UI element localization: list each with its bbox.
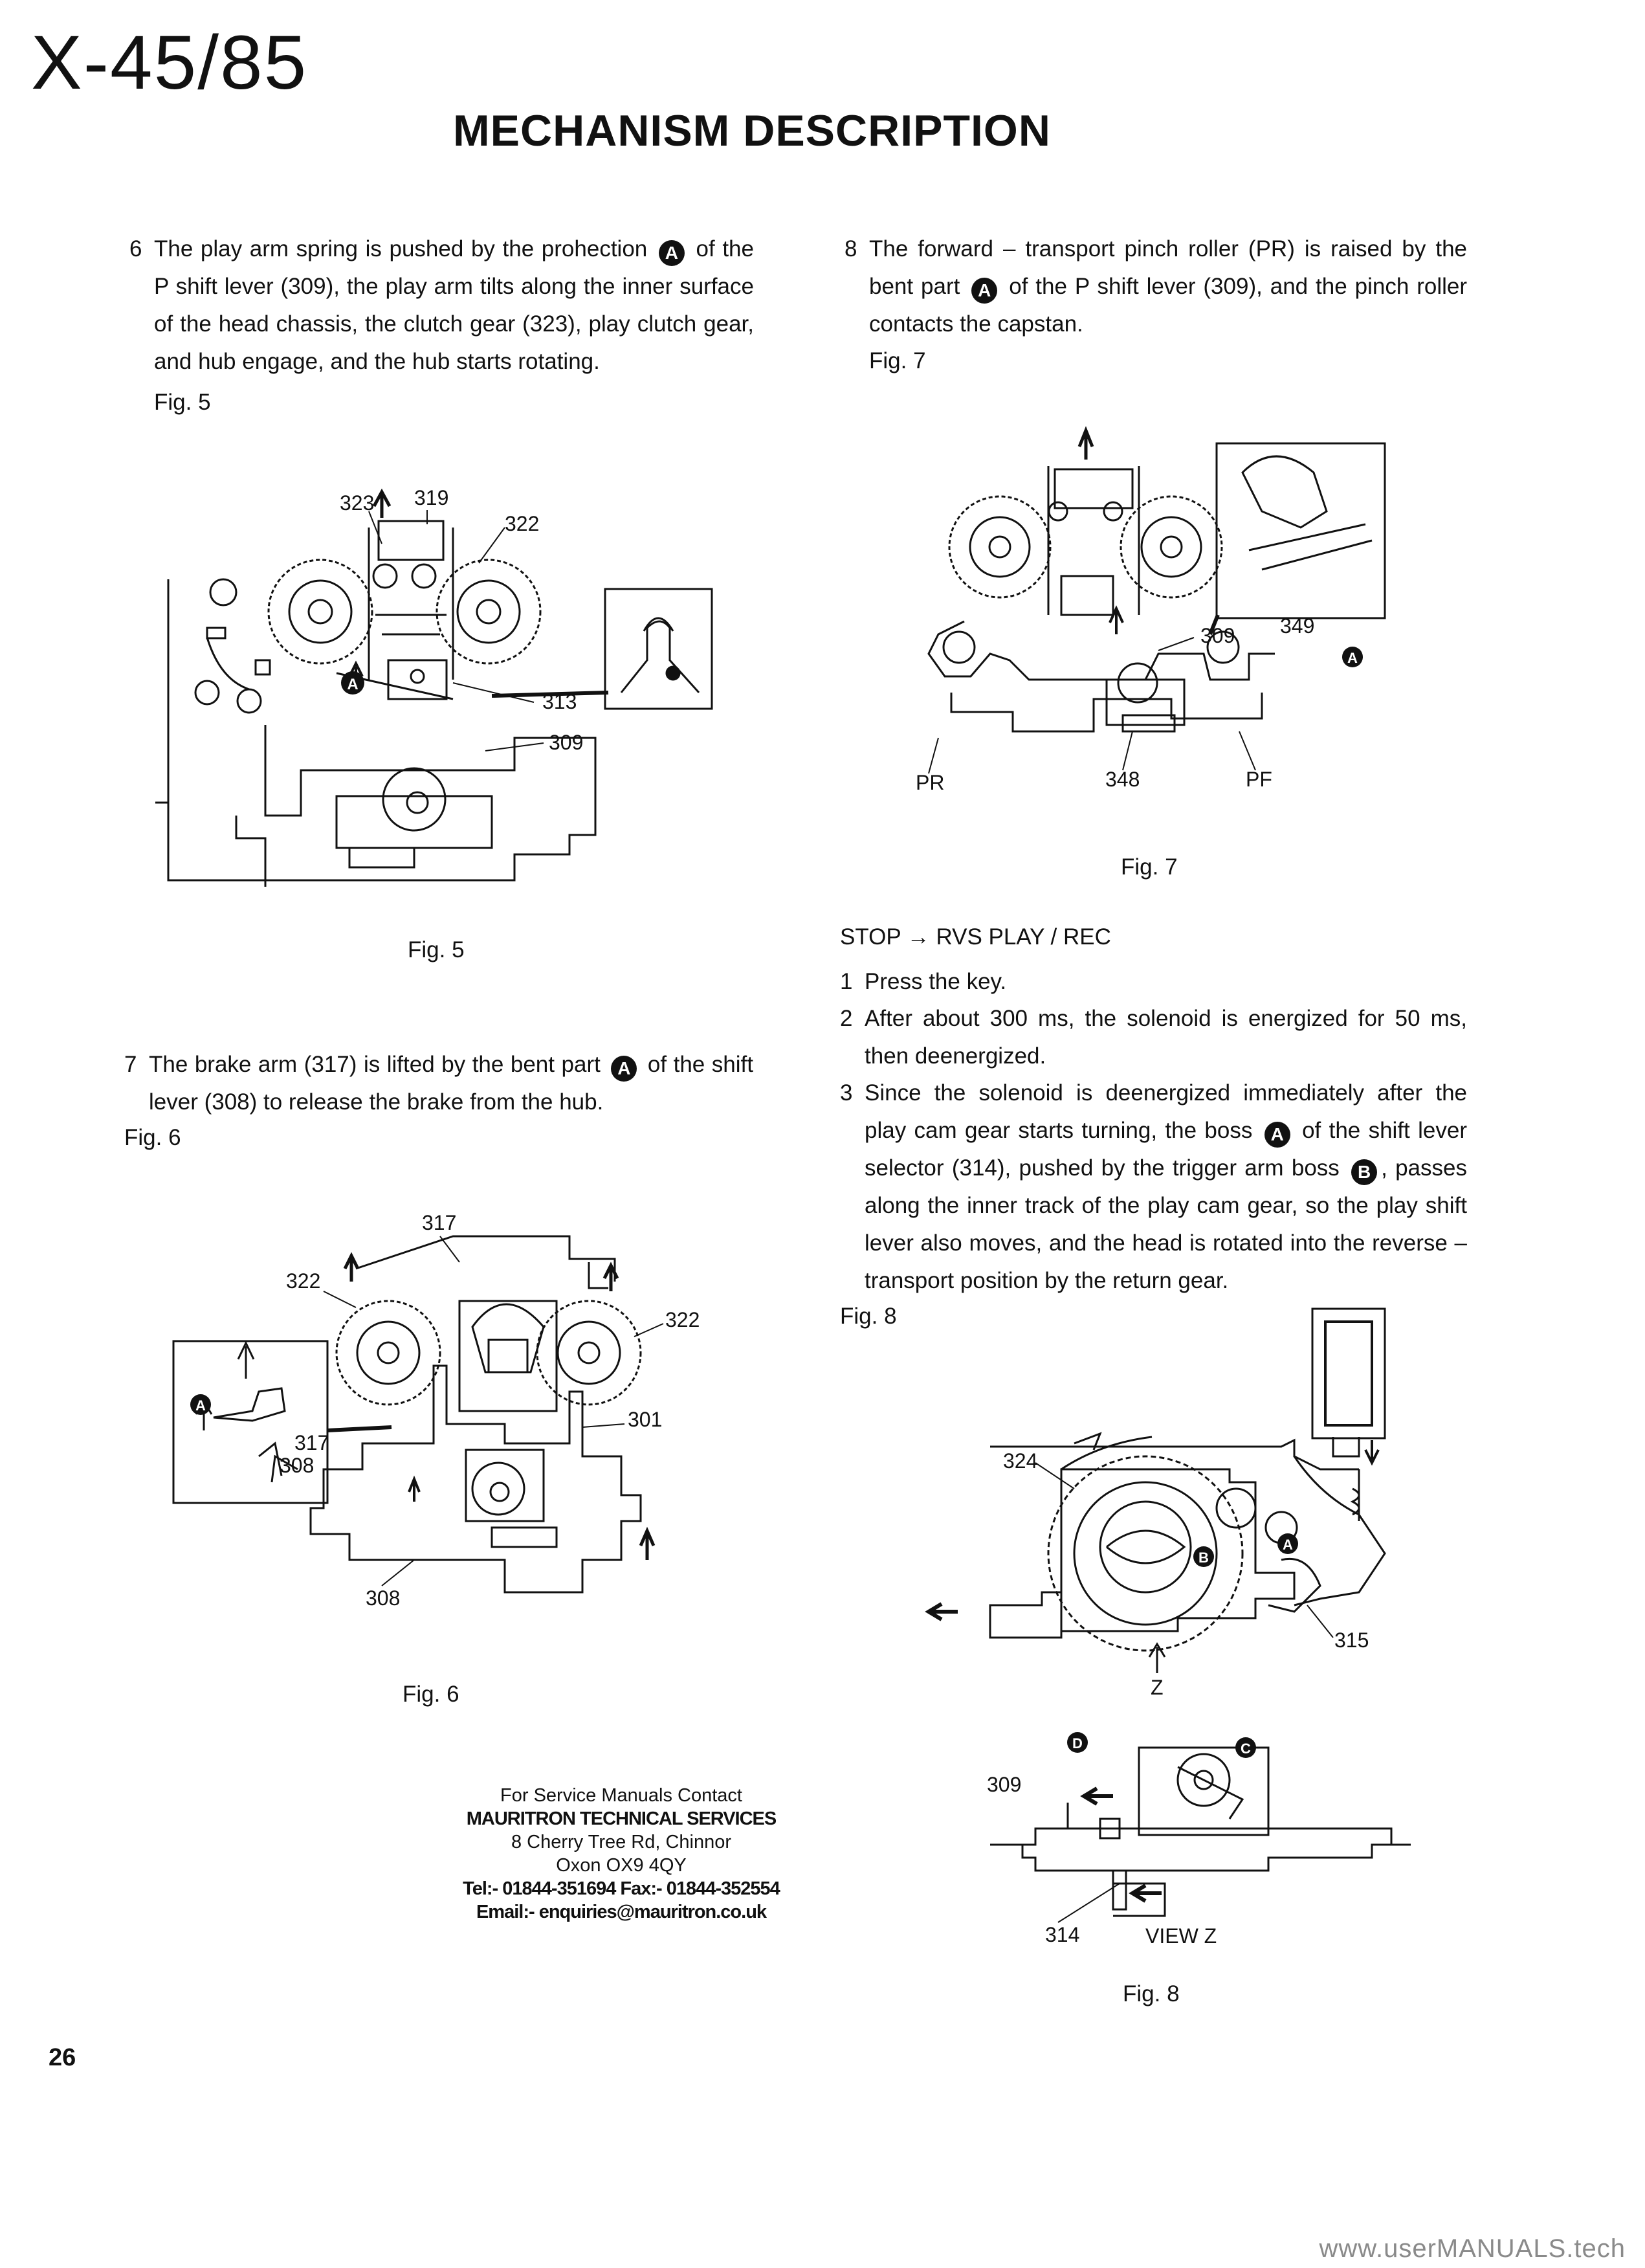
figure-7-diagram: 309 349 PR 348 PF A	[900, 421, 1475, 809]
paragraph-item-7: 7 The brake arm (317) is lifted by the b…	[124, 1046, 753, 1121]
marker-a-icon: A	[658, 240, 685, 266]
figure-8-caption: Fig. 8	[1123, 1981, 1180, 2007]
marker-a-icon: A	[1264, 1122, 1290, 1148]
figure-reference: Fig. 7	[869, 348, 926, 373]
item-number: 6	[129, 236, 142, 261]
item-number: 8	[845, 236, 857, 261]
watermark: www.userMANUALS.tech	[1319, 2234, 1626, 2263]
label-view-z: VIEW Z	[1145, 1924, 1217, 1948]
marker-b-icon: B	[1351, 1159, 1378, 1185]
marker-a-icon: A	[611, 1056, 637, 1082]
item-text: The forward – transport pinch roller (PR…	[869, 236, 1467, 337]
service-contact: For Service Manuals Contact MAURITRON TE…	[447, 1784, 796, 1924]
marker-d-icon: D	[1072, 1735, 1083, 1751]
page-number: 26	[49, 2044, 76, 2071]
figure-8-diagram: 324 315 Z 309 314 VIEW Z A B C D	[906, 1301, 1424, 1961]
page-title: MECHANISM DESCRIPTION	[453, 106, 1051, 155]
service-company: MAURITRON TECHNICAL SERVICES	[466, 1808, 777, 1829]
step-number: 1	[840, 969, 853, 994]
label-313: 313	[542, 690, 577, 713]
figure-6-diagram: 317 322 322 301 317 308 308 A	[168, 1197, 725, 1625]
label-322-left: 322	[286, 1269, 320, 1293]
step-number: 2	[840, 1006, 853, 1031]
label-319: 319	[414, 486, 448, 509]
label-317-top: 317	[422, 1211, 456, 1234]
marker-a-icon: A	[347, 676, 358, 693]
step-number: 3	[840, 1080, 853, 1106]
figure-7-caption: Fig. 7	[1121, 854, 1178, 880]
paragraph-item-6: 6 The play arm spring is pushed by the p…	[129, 230, 754, 381]
item-number: 7	[124, 1052, 137, 1077]
step-1: 1 Press the key.	[840, 963, 1467, 1001]
step-2: 2 After about 300 ms, the solenoid is en…	[840, 1000, 1467, 1075]
figure-reference: Fig. 6	[124, 1125, 181, 1150]
step-text: Press the key.	[865, 969, 1007, 994]
label-323: 323	[340, 491, 374, 515]
item-text: The brake arm (317) is lifted by the ben…	[149, 1052, 753, 1115]
label-349: 349	[1280, 614, 1314, 638]
label-301: 301	[628, 1408, 662, 1431]
figure-5-diagram: 323 319 322 313 309 A	[142, 466, 725, 893]
service-phone: Tel:- 01844-351694 Fax:- 01844-352554	[463, 1878, 780, 1899]
label-pf: PF	[1246, 768, 1272, 791]
label-308-inset: 308	[280, 1454, 314, 1477]
paragraph-item-8: 8 The forward – transport pinch roller (…	[845, 230, 1467, 343]
figure-reference: Fig. 5	[154, 390, 211, 415]
marker-a-icon: A	[195, 1397, 206, 1414]
label-308: 308	[366, 1586, 400, 1610]
section-heading: STOP → RVS PLAY / REC	[840, 924, 1111, 950]
marker-a-icon: A	[1283, 1537, 1293, 1553]
figure-6-caption: Fig. 6	[403, 1682, 459, 1707]
label-317-inset: 317	[294, 1431, 329, 1454]
service-postcode: Oxon OX9 4QY	[556, 1855, 687, 1876]
service-line: For Service Manuals Contact	[500, 1785, 742, 1806]
label-324: 324	[1003, 1449, 1037, 1473]
label-314: 314	[1045, 1923, 1079, 1946]
item-text: The play arm spring is pushed by the pro…	[154, 236, 754, 374]
marker-a-icon: A	[1347, 650, 1358, 666]
step-text: Since the solenoid is deenergized immedi…	[865, 1080, 1467, 1293]
label-z: Z	[1151, 1676, 1164, 1699]
marker-b-icon: B	[1198, 1550, 1209, 1566]
step-text: After about 300 ms, the solenoid is ener…	[865, 1006, 1467, 1069]
step-3: 3 Since the solenoid is deenergized imme…	[840, 1074, 1467, 1300]
label-309: 309	[549, 731, 583, 754]
figure-5-caption: Fig. 5	[408, 937, 465, 962]
service-email: Email:- enquiries@mauritron.co.uk	[476, 1902, 767, 1922]
marker-c-icon: C	[1241, 1740, 1251, 1757]
marker-a-icon: A	[971, 278, 998, 304]
label-322: 322	[505, 512, 539, 535]
model-number: X-45/85	[31, 20, 308, 106]
service-address: 8 Cherry Tree Rd, Chinnor	[511, 1832, 732, 1852]
label-348: 348	[1105, 768, 1140, 791]
label-315: 315	[1334, 1629, 1369, 1652]
label-322-right: 322	[665, 1308, 700, 1331]
label-pr: PR	[916, 771, 944, 794]
label-309: 309	[987, 1773, 1021, 1796]
figure-reference: Fig. 8	[840, 1304, 897, 1329]
label-309: 309	[1200, 624, 1235, 647]
